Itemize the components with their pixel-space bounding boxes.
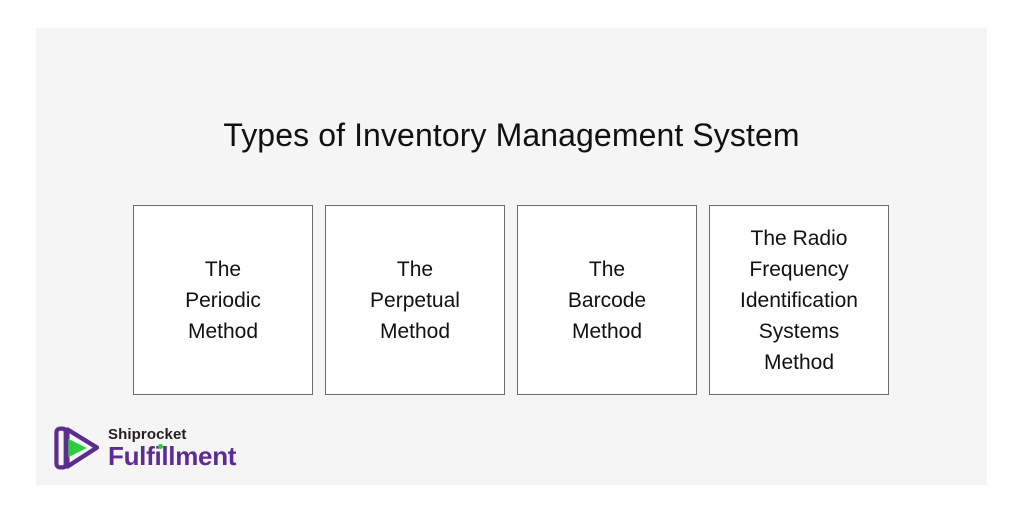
logo-product-label: Fulfillment: [108, 441, 237, 471]
logo-wordmark: Shiprocket Fulfillment: [108, 427, 236, 469]
green-play-triangle-icon: [68, 438, 87, 458]
method-card-label: The Barcode Method: [567, 257, 647, 343]
shiprocket-fulfillment-logo: Shiprocket Fulfillment: [48, 417, 298, 479]
method-card-barcode: The Barcode Method: [517, 205, 697, 395]
green-dot-icon: [158, 444, 163, 449]
play-triangle-icon: [54, 426, 100, 470]
infographic-panel: Types of Inventory Management System The…: [36, 28, 987, 485]
method-card-label: The Periodic Method: [185, 257, 261, 343]
method-card-label: The Radio Frequency Identification Syste…: [740, 226, 858, 374]
method-cards-row: The Periodic Method The Perpetual Method…: [133, 205, 893, 395]
logo-brand-text: Shiprocket: [108, 426, 187, 443]
page-title: Types of Inventory Management System: [223, 117, 800, 153]
method-card-rfid: The Radio Frequency Identification Syste…: [709, 205, 889, 395]
logo-product-text: Fulfillment: [108, 443, 236, 469]
method-card-periodic: The Periodic Method: [133, 205, 313, 395]
method-card-label: The Perpetual Method: [370, 257, 460, 343]
method-card-perpetual: The Perpetual Method: [325, 205, 505, 395]
